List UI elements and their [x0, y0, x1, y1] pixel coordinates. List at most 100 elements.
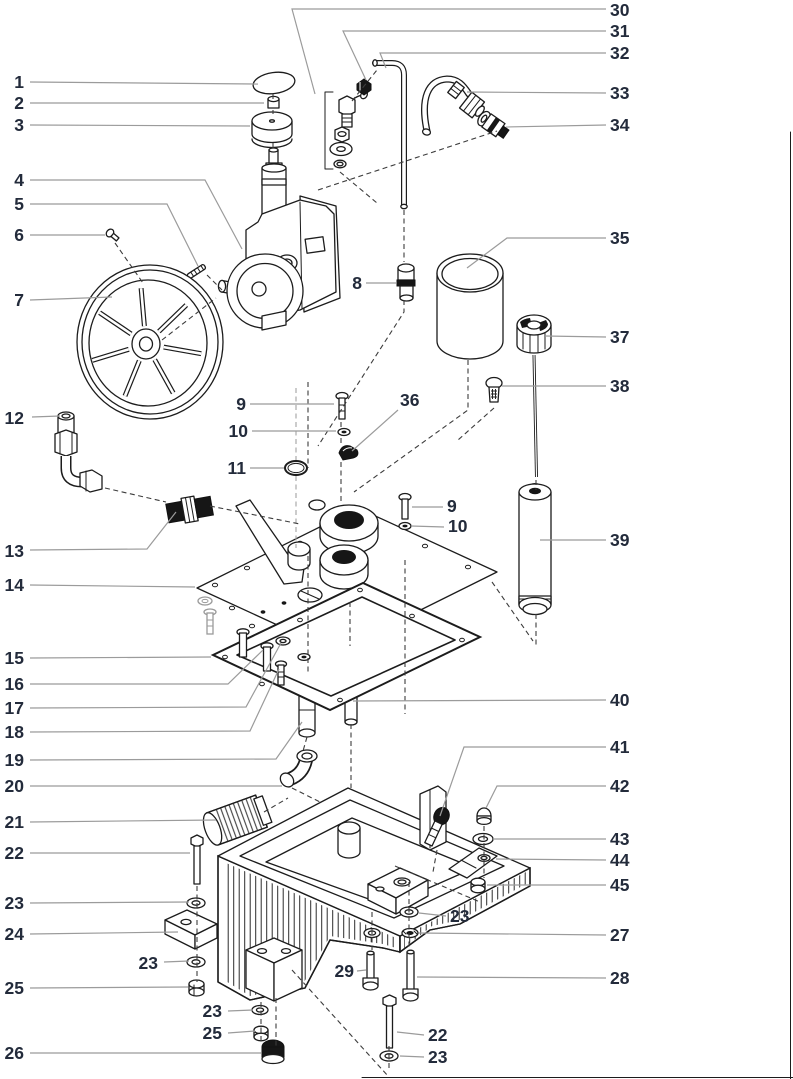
part-42-acorn-nut: [476, 807, 492, 826]
assembly-axis: [351, 69, 378, 102]
leader-line-22: [396, 1031, 425, 1036]
part-plate-screw-gray: [197, 596, 217, 635]
part-11-oring: [284, 460, 308, 476]
part-27-lock-washer: [401, 927, 419, 939]
part-38-strainer-plug: [485, 376, 503, 403]
leader-line-42: [485, 785, 606, 809]
part-23-washer: [251, 1004, 269, 1016]
part-18-screw: [274, 660, 288, 686]
part-pump-body: [217, 195, 341, 331]
callout-44: 44: [610, 850, 630, 870]
leader-line-37: [544, 335, 607, 338]
callout-14: 14: [5, 575, 25, 595]
callout-36: 36: [400, 390, 420, 410]
callout-41: 41: [610, 737, 630, 757]
callout-38: 38: [610, 376, 630, 396]
callout-12: 12: [5, 408, 25, 428]
part-12-hose-assembly: [54, 411, 103, 493]
part-16-bolt: [236, 628, 274, 672]
part-1-gasket-oval: [252, 71, 296, 95]
part-26-plug: [261, 1039, 285, 1065]
leader-line-21: [29, 819, 217, 823]
part-30-elbow-fitting-group: [324, 90, 369, 170]
callout-5: 5: [14, 194, 24, 214]
leader-line-36: [351, 409, 399, 452]
callout-37: 37: [610, 327, 629, 347]
assembly-axis: [104, 487, 167, 503]
callout-39: 39: [610, 530, 630, 550]
leader-line-19: [29, 721, 303, 761]
assembly-axis: [317, 130, 498, 191]
leader-line-25: [227, 1030, 256, 1034]
leader-line-34: [505, 124, 607, 128]
part-41-pin: [424, 806, 450, 847]
callout-23: 23: [139, 953, 159, 973]
part-21-intake-filter: [202, 794, 273, 846]
callout-18: 18: [5, 722, 25, 742]
assembly-axis: [353, 360, 469, 493]
callout-13: 13: [5, 541, 25, 561]
callout-11: 11: [228, 458, 247, 478]
callout-4: 4: [14, 170, 24, 190]
leader-line-35: [466, 237, 606, 269]
callout-10: 10: [229, 421, 249, 441]
part-10b-washer: [398, 521, 412, 531]
part-24-bracket-foot: [164, 909, 218, 950]
callout-19: 19: [5, 750, 25, 770]
leader-line-14: [29, 584, 196, 588]
part-28-bolt: [402, 949, 419, 1002]
part-9b-screw: [398, 492, 412, 520]
leader-line-25: [29, 986, 189, 989]
callout-23: 23: [5, 893, 25, 913]
leader-line-40: [352, 699, 607, 702]
callout-43: 43: [610, 829, 630, 849]
part-35-filter-canister: [436, 253, 504, 360]
leader-line-32: [379, 52, 606, 69]
assembly-axis: [291, 969, 389, 1077]
leader-line-23: [163, 960, 190, 963]
part-13-nipple-fitting: [165, 495, 214, 524]
part-29-bolt: [362, 927, 381, 991]
callout-7: 7: [14, 290, 24, 310]
callout-17: 17: [5, 698, 24, 718]
assembly-axis: [491, 581, 534, 642]
part-7-flywheel: [76, 264, 224, 420]
callout-42: 42: [610, 776, 630, 796]
leader-line-27: [418, 932, 607, 936]
callout-3: 3: [14, 115, 24, 135]
leader-line-23: [29, 901, 190, 904]
callout-28: 28: [610, 968, 630, 988]
callout-6: 6: [14, 225, 24, 245]
callout-25: 25: [5, 978, 25, 998]
leader-line-17: [29, 642, 282, 709]
callout-labels: 1234567121314151617181920212223242325232…: [5, 0, 630, 1067]
part-17-washer: [275, 636, 311, 662]
part-43-washer: [472, 832, 494, 846]
part-10-washer: [337, 427, 351, 437]
assembly-axis: [317, 300, 405, 447]
callout-9: 9: [236, 394, 246, 414]
part-33-hose: [421, 75, 486, 136]
leader-line-24: [29, 931, 179, 935]
parts-artwork: [54, 59, 793, 1079]
part-4-piston: [261, 147, 287, 221]
callout-40: 40: [610, 690, 630, 710]
callout-31: 31: [610, 21, 630, 41]
leader-line-28: [416, 976, 607, 979]
leader-line-4: [30, 179, 243, 250]
part-22-bolt: [382, 994, 397, 1049]
leader-line-31: [342, 30, 606, 81]
leader-line-41: [439, 746, 606, 817]
callout-22: 22: [428, 1025, 448, 1045]
part-9-screw: [335, 391, 349, 420]
leader-line-16: [30, 649, 264, 685]
leader-line-5: [30, 203, 199, 267]
part-22-bolt: [190, 834, 204, 885]
part-pan-front-foot: [245, 937, 303, 1002]
leader-line-33: [466, 91, 607, 94]
leader-line-23: [399, 1055, 425, 1058]
callout-20: 20: [5, 776, 25, 796]
callout-33: 33: [610, 83, 630, 103]
